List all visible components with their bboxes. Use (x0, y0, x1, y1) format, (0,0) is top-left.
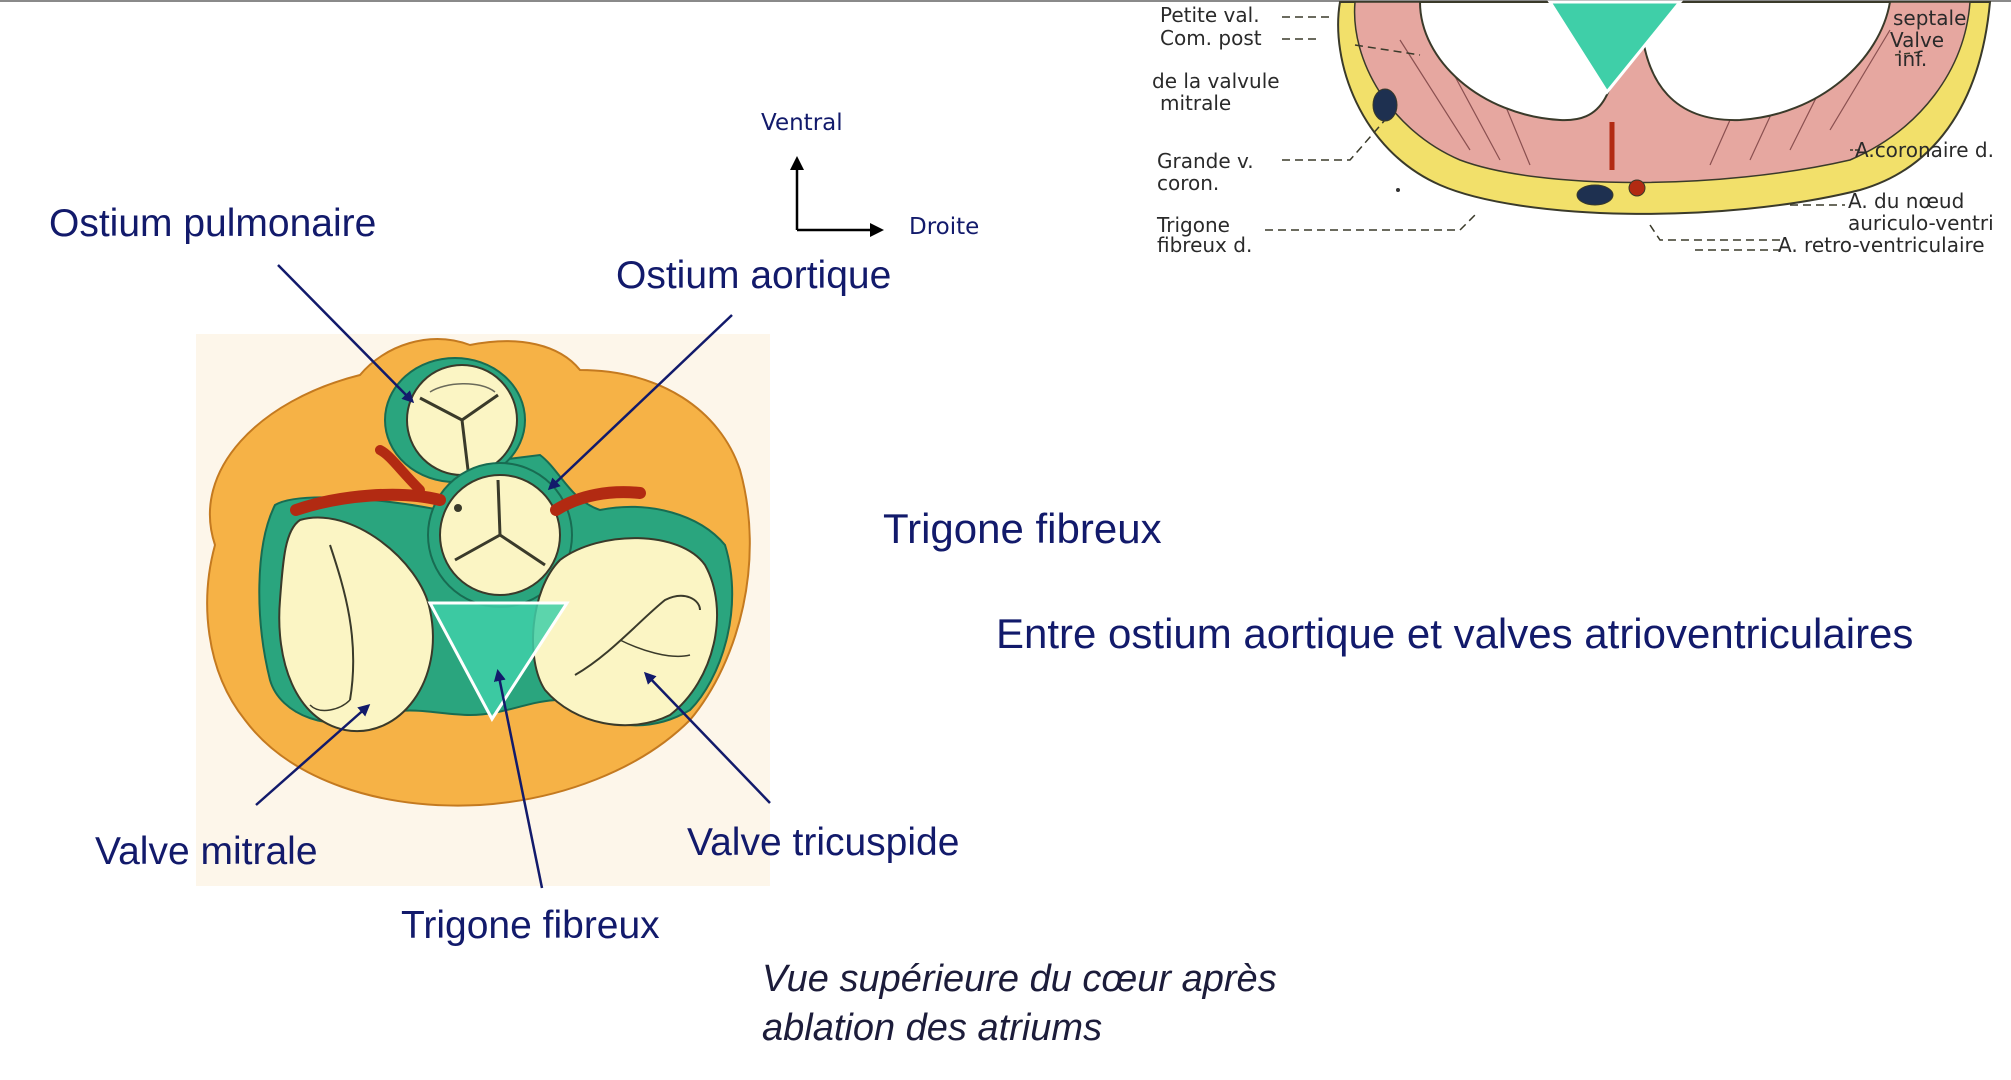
left-coronary-artery (290, 488, 446, 516)
caption-line-2: ablation des atriums (762, 1007, 1103, 1049)
right-coronary-artery (550, 486, 646, 516)
figure-caption: Vue supérieure du cœur après ablation de… (762, 955, 1382, 1053)
inset-illustration: Petite val. Com. post de la valvule mitr… (1152, 0, 1994, 257)
inset-label-trigone: Trigone (1156, 213, 1230, 237)
label-ostium-aortique: Ostium aortique (616, 254, 892, 297)
aortic-valve (439, 474, 561, 596)
label-valve-mitrale: Valve mitrale (95, 830, 318, 873)
inset-label-petite-val: Petite val. (1160, 3, 1260, 27)
inset-label-coron: coron. (1157, 171, 1219, 195)
inset-label-a-retro: A. retro-ventriculaire (1778, 233, 1985, 257)
tricuspid-valve (532, 537, 718, 727)
inset-label-de-la-valvule: de la valvule (1152, 69, 1280, 93)
coronary-branch (375, 445, 425, 495)
orientation-axes (790, 156, 884, 237)
inset-label-grande-v: Grande v. (1157, 149, 1254, 173)
top-border (0, 0, 2011, 2)
main-description: Entre ostium aortique et valves atrioven… (996, 610, 1914, 657)
inset-label-a-du-noeud: A. du nœud (1848, 189, 1964, 213)
pointer-valve-tricuspide (643, 671, 771, 804)
orientation-label-ventral: Ventral (761, 110, 843, 136)
inset-label-a-coronaire: A.coronaire d. (1855, 138, 1994, 162)
inset-label-inf: inf. (1897, 47, 1927, 71)
pointer-trigone-fibreux (493, 669, 544, 889)
inset-label-mitrale: mitrale (1160, 91, 1231, 115)
label-ostium-pulmonaire: Ostium pulmonaire (49, 202, 377, 245)
trigone-highlight (427, 601, 570, 722)
inset-label-auriculo: auriculo-ventri (1848, 211, 1994, 235)
inset-label-valve: Valve (1890, 28, 1944, 52)
pointer-ostium-pulmonaire (277, 264, 415, 404)
label-valve-tricuspide: Valve tricuspide (687, 821, 960, 864)
pointer-valve-mitrale (255, 704, 371, 806)
inset-label-septale: septale (1893, 6, 1966, 30)
orientation-label-droite: Droite (909, 214, 980, 240)
pulmonary-valve (406, 364, 518, 476)
label-trigone-fibreux: Trigone fibreux (401, 904, 660, 947)
mitral-valve (278, 516, 434, 733)
main-heading: Trigone fibreux (883, 505, 1162, 552)
caption-line-1: Vue supérieure du cœur après (762, 958, 1277, 1000)
inset-label-com-post: Com. post (1160, 26, 1262, 50)
inset-label-fibreux-d: fibreux d. (1157, 233, 1252, 257)
pointer-ostium-aortique (547, 314, 733, 491)
